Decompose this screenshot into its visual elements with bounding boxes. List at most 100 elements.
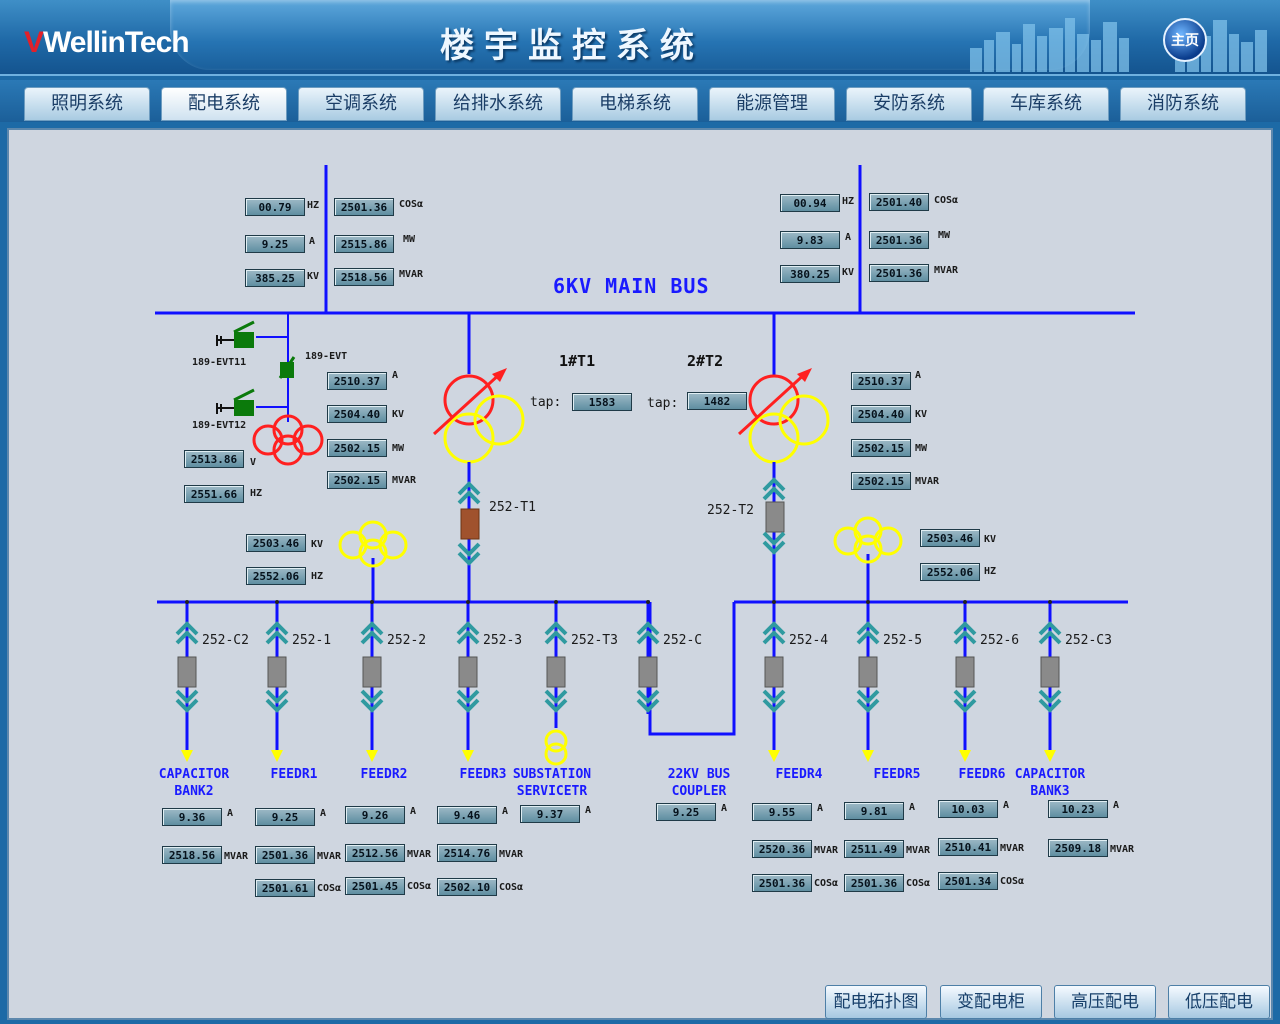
feeder-1-mvar-unit: MVAR <box>224 851 249 862</box>
page-title: 楼宇监控系统 <box>440 26 704 66</box>
topology-button[interactable]: 配电拓扑图 <box>825 985 927 1019</box>
feeder-7-a-unit: A <box>817 803 824 814</box>
t2-mw-unit: MW <box>915 443 928 454</box>
pt-mid-kv-unit: KV <box>311 539 324 550</box>
tab-air-conditioning[interactable]: 空调系统 <box>298 87 424 121</box>
pt-mid-hz-unit: HZ <box>311 571 324 582</box>
feeder-4[interactable] <box>456 600 480 762</box>
right-mw-value: 2501.36 <box>869 231 929 249</box>
tab-fire[interactable]: 消防系统 <box>1120 87 1246 121</box>
feeder-8-cos-value: 2501.36 <box>844 874 904 892</box>
pt-right-hz-unit: HZ <box>984 566 997 577</box>
feeder-8[interactable] <box>856 600 880 762</box>
feeder-6-a-value: 9.25 <box>656 803 716 821</box>
transformer-t1[interactable] <box>432 313 525 602</box>
t1-a-value: 2510.37 <box>327 372 387 390</box>
t1-name: 1#T1 <box>559 352 596 370</box>
feeder-1[interactable] <box>175 600 199 762</box>
t2-name: 2#T2 <box>687 352 724 370</box>
tab-lighting[interactable]: 照明系统 <box>24 87 150 121</box>
feeder-name-2: FEEDR1 <box>270 767 318 782</box>
feeder-3-mvar-unit: MVAR <box>407 849 432 860</box>
feeder-3-cos-unit: COSα <box>407 881 432 892</box>
feeder-name-9: FEEDR6 <box>958 767 1006 782</box>
breaker-252-t1-label: 252-T1 <box>489 500 536 515</box>
feeder-4-cos-unit: COSα <box>499 882 524 893</box>
main-nav: 照明系统 配电系统 空调系统 给排水系统 电梯系统 能源管理 安防系统 车库系统… <box>0 80 1280 122</box>
feeder-4-cos-value: 2502.10 <box>437 878 497 896</box>
feeder-6-a-unit: A <box>721 803 728 814</box>
feeder-3[interactable] <box>360 600 384 762</box>
diagram-panel: 6KV MAIN BUS 1#T1 2#T2 tap: 1583 tap: 14… <box>7 128 1273 1020</box>
left-hz-value: 00.79 <box>245 198 305 216</box>
low-voltage-button[interactable]: 低压配电 <box>1168 985 1270 1019</box>
tab-garage[interactable]: 车库系统 <box>983 87 1109 121</box>
main-bus-label: 6KV MAIN BUS <box>553 274 710 298</box>
feeder-9-a-unit: A <box>1003 800 1010 811</box>
right-kv-value: 380.25 <box>780 265 840 283</box>
breaker-label-7: 252-4 <box>789 633 829 648</box>
feeder-2-a-unit: A <box>320 808 327 819</box>
t1-kv-unit: KV <box>392 409 405 420</box>
feeder-10[interactable] <box>1038 600 1062 762</box>
feeder-name-4: FEEDR3 <box>459 767 507 782</box>
tab-elevator[interactable]: 电梯系统 <box>572 87 698 121</box>
right-cos-value: 2501.40 <box>869 193 929 211</box>
left-kv-value: 385.25 <box>245 269 305 287</box>
feeder-6[interactable] <box>636 600 660 714</box>
feeder-9-mvar-unit: MVAR <box>1000 843 1025 854</box>
pt-right-hz-value: 2552.06 <box>920 563 980 581</box>
pt-mid-hz-value: 2552.06 <box>246 567 306 585</box>
transformer-t2[interactable] <box>737 313 830 602</box>
right-hz-value: 00.94 <box>780 194 840 212</box>
breaker-label-10: 252-C3 <box>1065 633 1112 648</box>
t1-mvar-value: 2502.15 <box>327 471 387 489</box>
feeder-8-cos-unit: COSα <box>906 878 931 889</box>
feeder-7-mvar-value: 2520.36 <box>752 840 812 858</box>
title-plate <box>170 0 1090 70</box>
feeder-4-a-unit: A <box>502 806 509 817</box>
tab-power-distribution[interactable]: 配电系统 <box>161 87 287 121</box>
breaker-label-5: 252-T3 <box>571 633 618 648</box>
left-cos-unit: COSα <box>399 199 424 210</box>
feeder-1-a-value: 9.36 <box>162 808 222 826</box>
left-mvar-value: 2518.56 <box>334 268 394 286</box>
home-button[interactable]: 主页 <box>1163 18 1207 62</box>
feeder-2-cos-value: 2501.61 <box>255 879 315 897</box>
right-cos-unit: COSα <box>934 195 959 206</box>
voltage-transformer-right[interactable] <box>833 516 903 602</box>
distribution-cabinet-button[interactable]: 变配电柜 <box>940 985 1042 1019</box>
voltage-transformer-mid[interactable] <box>338 520 408 602</box>
breaker-label-3: 252-2 <box>387 633 427 648</box>
t2-tap-label: tap: <box>647 396 679 411</box>
home-label: 主页 <box>1171 33 1199 49</box>
feeder-3-cos-value: 2501.45 <box>345 877 405 895</box>
right-a-unit: A <box>845 232 852 243</box>
feeder-2-a-value: 9.25 <box>255 808 315 826</box>
voltage-transformer-left[interactable] <box>216 313 324 466</box>
feeder-10-mvar-value: 2509.18 <box>1048 839 1108 857</box>
feeder-9-mvar-value: 2510.41 <box>938 838 998 856</box>
high-voltage-button[interactable]: 高压配电 <box>1054 985 1156 1019</box>
feeder-5[interactable] <box>544 600 568 728</box>
tab-security[interactable]: 安防系统 <box>846 87 972 121</box>
feeder-7[interactable] <box>762 600 786 762</box>
feeder-9[interactable] <box>953 600 977 762</box>
pt-left-hz-value: 2551.66 <box>184 485 244 503</box>
breaker-252-t2-label: 252-T2 <box>707 503 754 518</box>
tab-energy[interactable]: 能源管理 <box>709 87 835 121</box>
skyline-graphic <box>970 18 1267 72</box>
t1-mvar-unit: MVAR <box>392 475 417 486</box>
feeder-2[interactable] <box>265 600 289 762</box>
feeder-7-cos-value: 2501.36 <box>752 874 812 892</box>
feeder-4-mvar-unit: MVAR <box>499 849 524 860</box>
service-transformer[interactable] <box>544 729 568 766</box>
pt-left-v-unit: V <box>250 457 257 468</box>
tab-water-supply[interactable]: 给排水系统 <box>435 87 561 121</box>
feeder-3-mvar-value: 2512.56 <box>345 844 405 862</box>
switch-189-evt12-label: 189-EVT12 <box>192 420 247 431</box>
left-a-unit: A <box>309 236 316 247</box>
